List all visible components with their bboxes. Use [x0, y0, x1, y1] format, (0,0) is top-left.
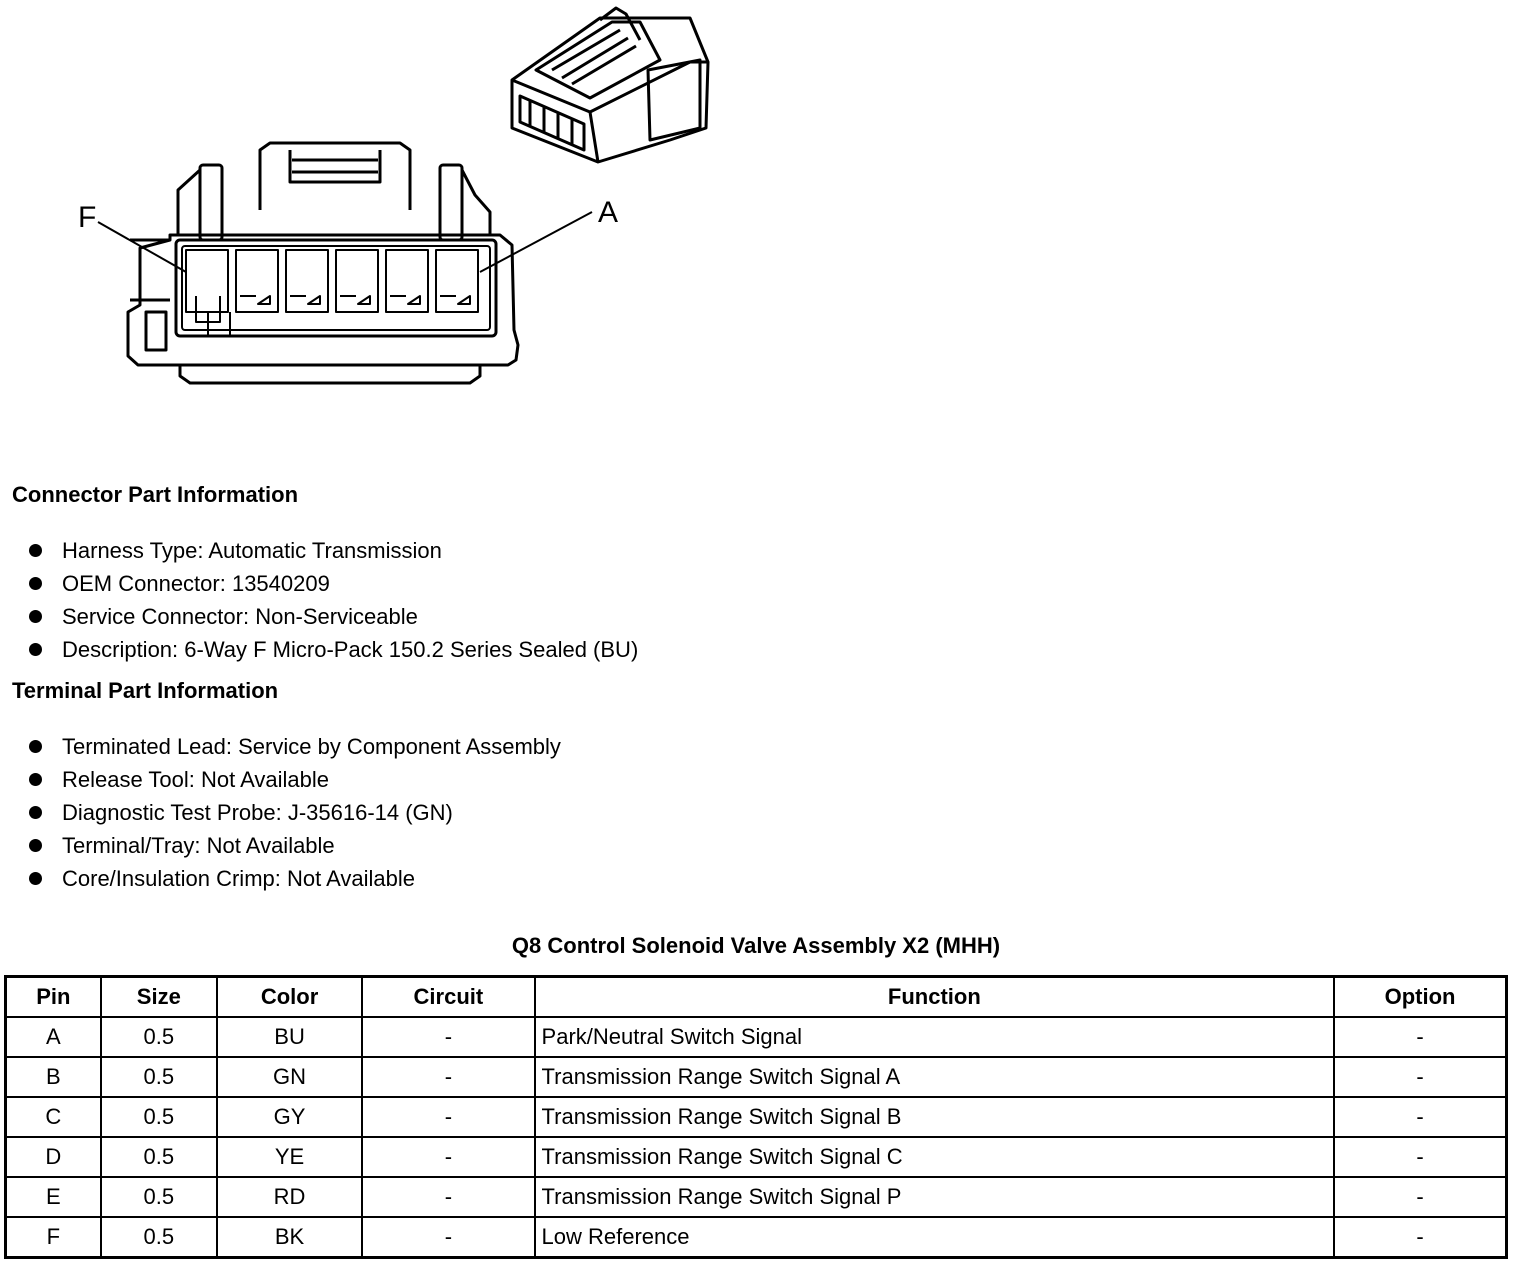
list-item-text: OEM Connector: 13540209: [62, 571, 330, 596]
cell-color: BK: [215, 1216, 364, 1259]
cell-circuit: -: [361, 1176, 536, 1218]
connector-front-view: [97, 141, 593, 385]
cell-circuit: -: [361, 1056, 536, 1098]
header-pin: Pin: [4, 975, 102, 1018]
bullet-icon: [29, 643, 42, 656]
list-item: Terminated Lead: Service by Component As…: [0, 730, 561, 763]
list-item-text: Service Connector: Non-Serviceable: [62, 604, 418, 629]
cell-size: 0.5: [99, 1096, 218, 1138]
header-size: Size: [99, 975, 218, 1018]
header-option: Option: [1333, 975, 1508, 1018]
list-item: Harness Type: Automatic Transmission: [0, 534, 638, 567]
list-item: Release Tool: Not Available: [0, 763, 561, 796]
cell-pin: F: [4, 1216, 102, 1259]
connector-part-title: Connector Part Information: [12, 482, 299, 507]
header-color: Color: [215, 975, 364, 1018]
cell-size: 0.5: [99, 1216, 218, 1259]
list-item: Service Connector: Non-Serviceable: [0, 600, 638, 633]
cell-size: 0.5: [99, 1176, 218, 1218]
cell-pin: C: [4, 1096, 102, 1138]
cell-size: 0.5: [99, 1016, 218, 1058]
cell-function: Transmission Range Switch Signal B: [533, 1096, 1336, 1138]
table-row: B 0.5 GN - Transmission Range Switch Sig…: [4, 1056, 1508, 1098]
cell-pin: A: [4, 1016, 102, 1058]
cell-size: 0.5: [99, 1136, 218, 1178]
table-row: A 0.5 BU - Park/Neutral Switch Signal -: [4, 1016, 1508, 1058]
connector-part-list: Harness Type: Automatic Transmission OEM…: [0, 534, 638, 666]
bullet-icon: [29, 872, 42, 885]
terminal-part-list: Terminated Lead: Service by Component As…: [0, 730, 561, 895]
bullet-icon: [29, 806, 42, 819]
table-row: E 0.5 RD - Transmission Range Switch Sig…: [4, 1176, 1508, 1218]
list-item: Core/Insulation Crimp: Not Available: [0, 862, 561, 895]
cell-color: BU: [215, 1016, 364, 1058]
list-item: Diagnostic Test Probe: J-35616-14 (GN): [0, 796, 561, 829]
table-row: D 0.5 YE - Transmission Range Switch Sig…: [4, 1136, 1508, 1178]
cell-color: RD: [215, 1176, 364, 1218]
table-header-row: Pin Size Color Circuit Function Option: [4, 975, 1508, 1018]
cell-size: 0.5: [99, 1056, 218, 1098]
cell-option: -: [1333, 1216, 1508, 1259]
list-item-text: Diagnostic Test Probe: J-35616-14 (GN): [62, 800, 453, 825]
header-circuit: Circuit: [361, 975, 536, 1018]
cell-circuit: -: [361, 1136, 536, 1178]
bullet-icon: [29, 773, 42, 786]
cell-pin: B: [4, 1056, 102, 1098]
table-row: C 0.5 GY - Transmission Range Switch Sig…: [4, 1096, 1508, 1138]
cell-function: Transmission Range Switch Signal P: [533, 1176, 1336, 1218]
cell-function: Park/Neutral Switch Signal: [533, 1016, 1336, 1058]
bullet-icon: [29, 544, 42, 557]
cell-function: Low Reference: [533, 1216, 1336, 1259]
header-function: Function: [533, 975, 1336, 1018]
list-item: Description: 6-Way F Micro-Pack 150.2 Se…: [0, 633, 638, 666]
list-item-text: Release Tool: Not Available: [62, 767, 330, 792]
cell-function: Transmission Range Switch Signal A: [533, 1056, 1336, 1098]
bullet-icon: [29, 610, 42, 623]
pin-f-label: F: [78, 201, 97, 234]
pin-table: Pin Size Color Circuit Function Option A…: [4, 975, 1508, 1259]
cell-pin: D: [4, 1136, 102, 1178]
connector-3d-view: [510, 6, 710, 164]
table-row: F 0.5 BK - Low Reference -: [4, 1216, 1508, 1259]
cell-option: -: [1333, 1096, 1508, 1138]
cell-pin: E: [4, 1176, 102, 1218]
list-item: Terminal/Tray: Not Available: [0, 829, 561, 862]
list-item-text: Harness Type: Automatic Transmission: [62, 538, 442, 563]
list-item-text: Description: 6-Way F Micro-Pack 150.2 Se…: [62, 637, 639, 662]
cell-circuit: -: [361, 1096, 536, 1138]
cell-color: GY: [215, 1096, 364, 1138]
bullet-icon: [29, 839, 42, 852]
bullet-icon: [29, 577, 42, 590]
cell-option: -: [1333, 1056, 1508, 1098]
cell-color: GN: [215, 1056, 364, 1098]
cell-circuit: -: [361, 1216, 536, 1259]
list-item-text: Terminal/Tray: Not Available: [62, 833, 335, 858]
connector-diagram: [97, 6, 710, 385]
bullet-icon: [29, 740, 42, 753]
list-item-text: Core/Insulation Crimp: Not Available: [62, 866, 415, 891]
list-item: OEM Connector: 13540209: [0, 567, 638, 600]
cell-option: -: [1333, 1136, 1508, 1178]
pin-a-label: A: [598, 196, 619, 229]
cell-option: -: [1333, 1016, 1508, 1058]
cell-color: YE: [215, 1136, 364, 1178]
cell-option: -: [1333, 1176, 1508, 1218]
cell-circuit: -: [361, 1016, 536, 1058]
terminal-part-title: Terminal Part Information: [12, 678, 279, 703]
list-item-text: Terminated Lead: Service by Component As…: [62, 734, 561, 759]
cell-function: Transmission Range Switch Signal C: [533, 1136, 1336, 1178]
table-title: Q8 Control Solenoid Valve Assembly X2 (M…: [511, 933, 1001, 958]
